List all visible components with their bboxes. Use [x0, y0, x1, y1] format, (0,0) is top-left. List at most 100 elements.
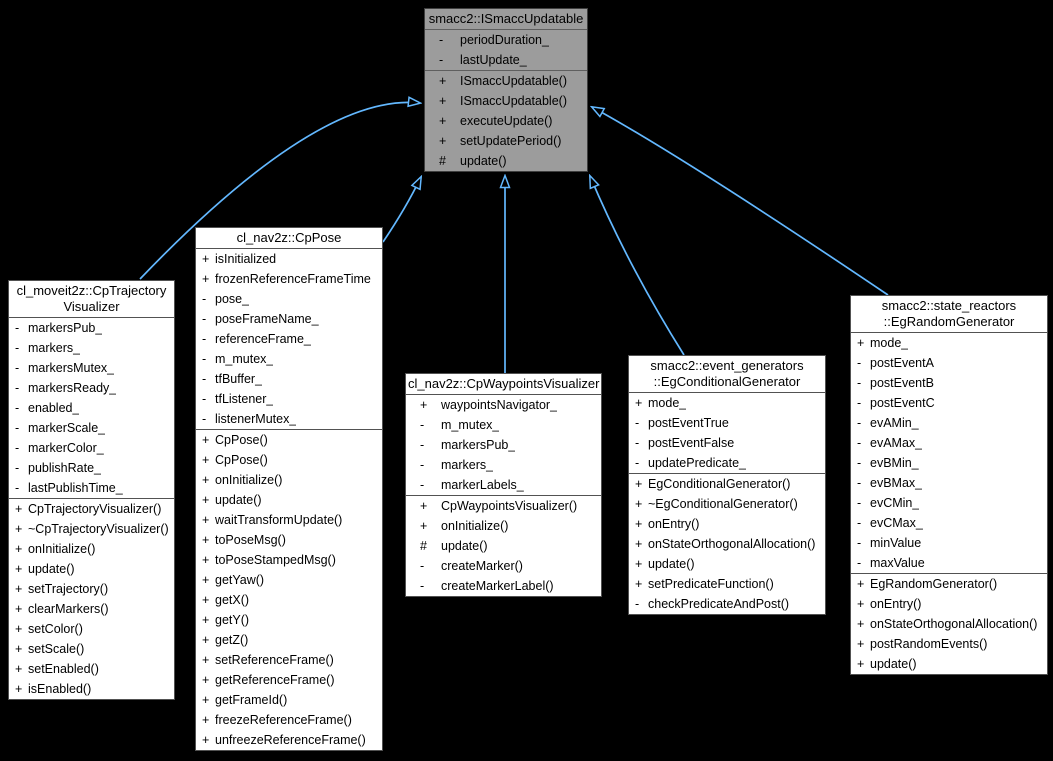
- member-name: evCMin_: [870, 496, 920, 510]
- member-name: markersPub_: [28, 321, 103, 335]
- visibility-sign: -: [15, 401, 20, 415]
- member-name: EgConditionalGenerator(): [648, 477, 791, 491]
- visibility-sign: -: [635, 416, 640, 430]
- member-row: +getYaw(): [196, 570, 382, 590]
- member-name: postEventFalse: [648, 436, 735, 450]
- member-row: +CpPose(): [196, 450, 382, 470]
- member-name: publishRate_: [28, 461, 101, 475]
- member-row: -markerScale_: [9, 418, 174, 438]
- member-name: evAMax_: [870, 436, 923, 450]
- visibility-sign: -: [439, 53, 444, 67]
- member-row: -lastUpdate_: [425, 50, 587, 70]
- member-name: m_mutex_: [215, 352, 274, 366]
- visibility-sign: +: [635, 477, 643, 491]
- visibility-sign: +: [439, 94, 447, 108]
- member-row: + EgConditionalGenerator(): [629, 474, 825, 494]
- class-box-eg-conditional-generator[interactable]: smacc2::event_generators::EgConditionalG…: [628, 355, 826, 615]
- class-box-ismacc-updatable[interactable]: smacc2::ISmaccUpdatable -periodDuration_…: [424, 8, 588, 172]
- member-name: isEnabled(): [28, 682, 92, 696]
- member-name: CpPose(): [215, 433, 268, 447]
- class-title-line: Visualizer: [63, 299, 120, 314]
- member-name: ISmaccUpdatable(): [460, 94, 567, 108]
- visibility-sign: +: [202, 433, 210, 447]
- member-row: +setScale(): [9, 639, 174, 659]
- member-name: markerColor_: [28, 441, 104, 455]
- class-title-line: cl_nav2z::CpPose: [236, 230, 342, 245]
- member-row: + update(): [629, 554, 825, 574]
- visibility-sign: -: [635, 597, 640, 611]
- visibility-sign: -: [420, 579, 425, 593]
- member-name: getReferenceFrame(): [215, 673, 335, 687]
- visibility-sign: -: [420, 458, 425, 472]
- class-title-line: ::EgConditionalGenerator: [653, 374, 801, 389]
- methods-section: +EgConditionalGenerator()+~EgConditional…: [629, 474, 825, 614]
- attributes-section: +mode_-postEventA-postEventB-postEventC-…: [851, 333, 1047, 574]
- class-box-cp-waypoints-visualizer[interactable]: cl_nav2z::CpWaypointsVisualizer +waypoin…: [405, 373, 602, 597]
- visibility-sign: -: [420, 478, 425, 492]
- member-name: evBMax_: [870, 476, 923, 490]
- member-name: postEventB: [870, 376, 934, 390]
- member-row: -createMarkerLabel(): [406, 576, 601, 596]
- visibility-sign: +: [857, 617, 865, 631]
- member-row: -m_mutex_: [196, 349, 382, 369]
- member-row: +CpTrajectoryVisualizer(): [9, 499, 174, 519]
- visibility-sign: -: [202, 392, 207, 406]
- visibility-sign: -: [635, 436, 640, 450]
- member-row: + ISmaccUpdatable(): [425, 91, 587, 111]
- visibility-sign: -: [857, 536, 862, 550]
- member-row: +mode_: [851, 333, 1047, 353]
- member-name: waypointsNavigator_: [441, 398, 558, 412]
- member-name: getYaw(): [215, 573, 265, 587]
- member-name: markerLabels_: [441, 478, 524, 492]
- member-name: markers_: [441, 458, 494, 472]
- member-row: +waypointsNavigator_: [406, 395, 601, 415]
- member-name: minValue: [870, 536, 922, 550]
- member-name: CpTrajectoryVisualizer(): [28, 502, 162, 516]
- member-row: +onStateOrthogonalAllocation(): [629, 534, 825, 554]
- member-name: frozenReferenceFrameTime: [215, 272, 371, 286]
- visibility-sign: +: [202, 613, 210, 627]
- class-box-eg-random-generator[interactable]: smacc2::state_reactors::EgRandomGenerato…: [850, 295, 1048, 675]
- methods-section: +CpPose()+CpPose()+onInitialize()+update…: [196, 430, 382, 750]
- visibility-sign: +: [420, 519, 428, 533]
- member-row: - markersPub_: [406, 435, 601, 455]
- visibility-sign: -: [420, 438, 425, 452]
- member-row: +ISmaccUpdatable(): [425, 71, 587, 91]
- visibility-sign: -: [15, 321, 20, 335]
- class-title-line: smacc2::event_generators: [650, 358, 804, 373]
- member-name: pose_: [215, 292, 250, 306]
- member-name: evCMax_: [870, 516, 923, 530]
- member-name: markersPub_: [441, 438, 516, 452]
- member-row: -evCMax_: [851, 513, 1047, 533]
- member-row: -postEventA: [851, 353, 1047, 373]
- member-row: +onEntry(): [851, 594, 1047, 614]
- member-row: -minValue: [851, 533, 1047, 553]
- visibility-sign: -: [857, 356, 862, 370]
- visibility-sign: +: [202, 653, 210, 667]
- member-row: +unfreezeReferenceFrame(): [196, 730, 382, 750]
- member-row: #update(): [406, 536, 601, 556]
- visibility-sign: +: [635, 557, 643, 571]
- visibility-sign: +: [635, 396, 643, 410]
- visibility-sign: +: [857, 657, 865, 671]
- class-box-cp-pose[interactable]: cl_nav2z::CpPose +isInitialized+frozenRe…: [195, 227, 383, 751]
- member-name: update(): [28, 562, 75, 576]
- member-row: +setColor(): [9, 619, 174, 639]
- member-name: markersMutex_: [28, 361, 115, 375]
- member-row: +onStateOrthogonalAllocation(): [851, 614, 1047, 634]
- member-name: referenceFrame_: [215, 332, 311, 346]
- member-name: getZ(): [215, 633, 249, 647]
- visibility-sign: +: [202, 733, 210, 747]
- member-name: update(): [648, 557, 695, 571]
- member-name: update(): [870, 657, 917, 671]
- visibility-sign: -: [635, 456, 640, 470]
- visibility-sign: +: [635, 537, 643, 551]
- member-row: -referenceFrame_: [196, 329, 382, 349]
- member-row: +setReferenceFrame(): [196, 650, 382, 670]
- member-row: -evBMin_: [851, 453, 1047, 473]
- visibility-sign: +: [420, 499, 428, 513]
- edge-cp-pose-to-base: [382, 177, 421, 243]
- member-name: update(): [215, 493, 262, 507]
